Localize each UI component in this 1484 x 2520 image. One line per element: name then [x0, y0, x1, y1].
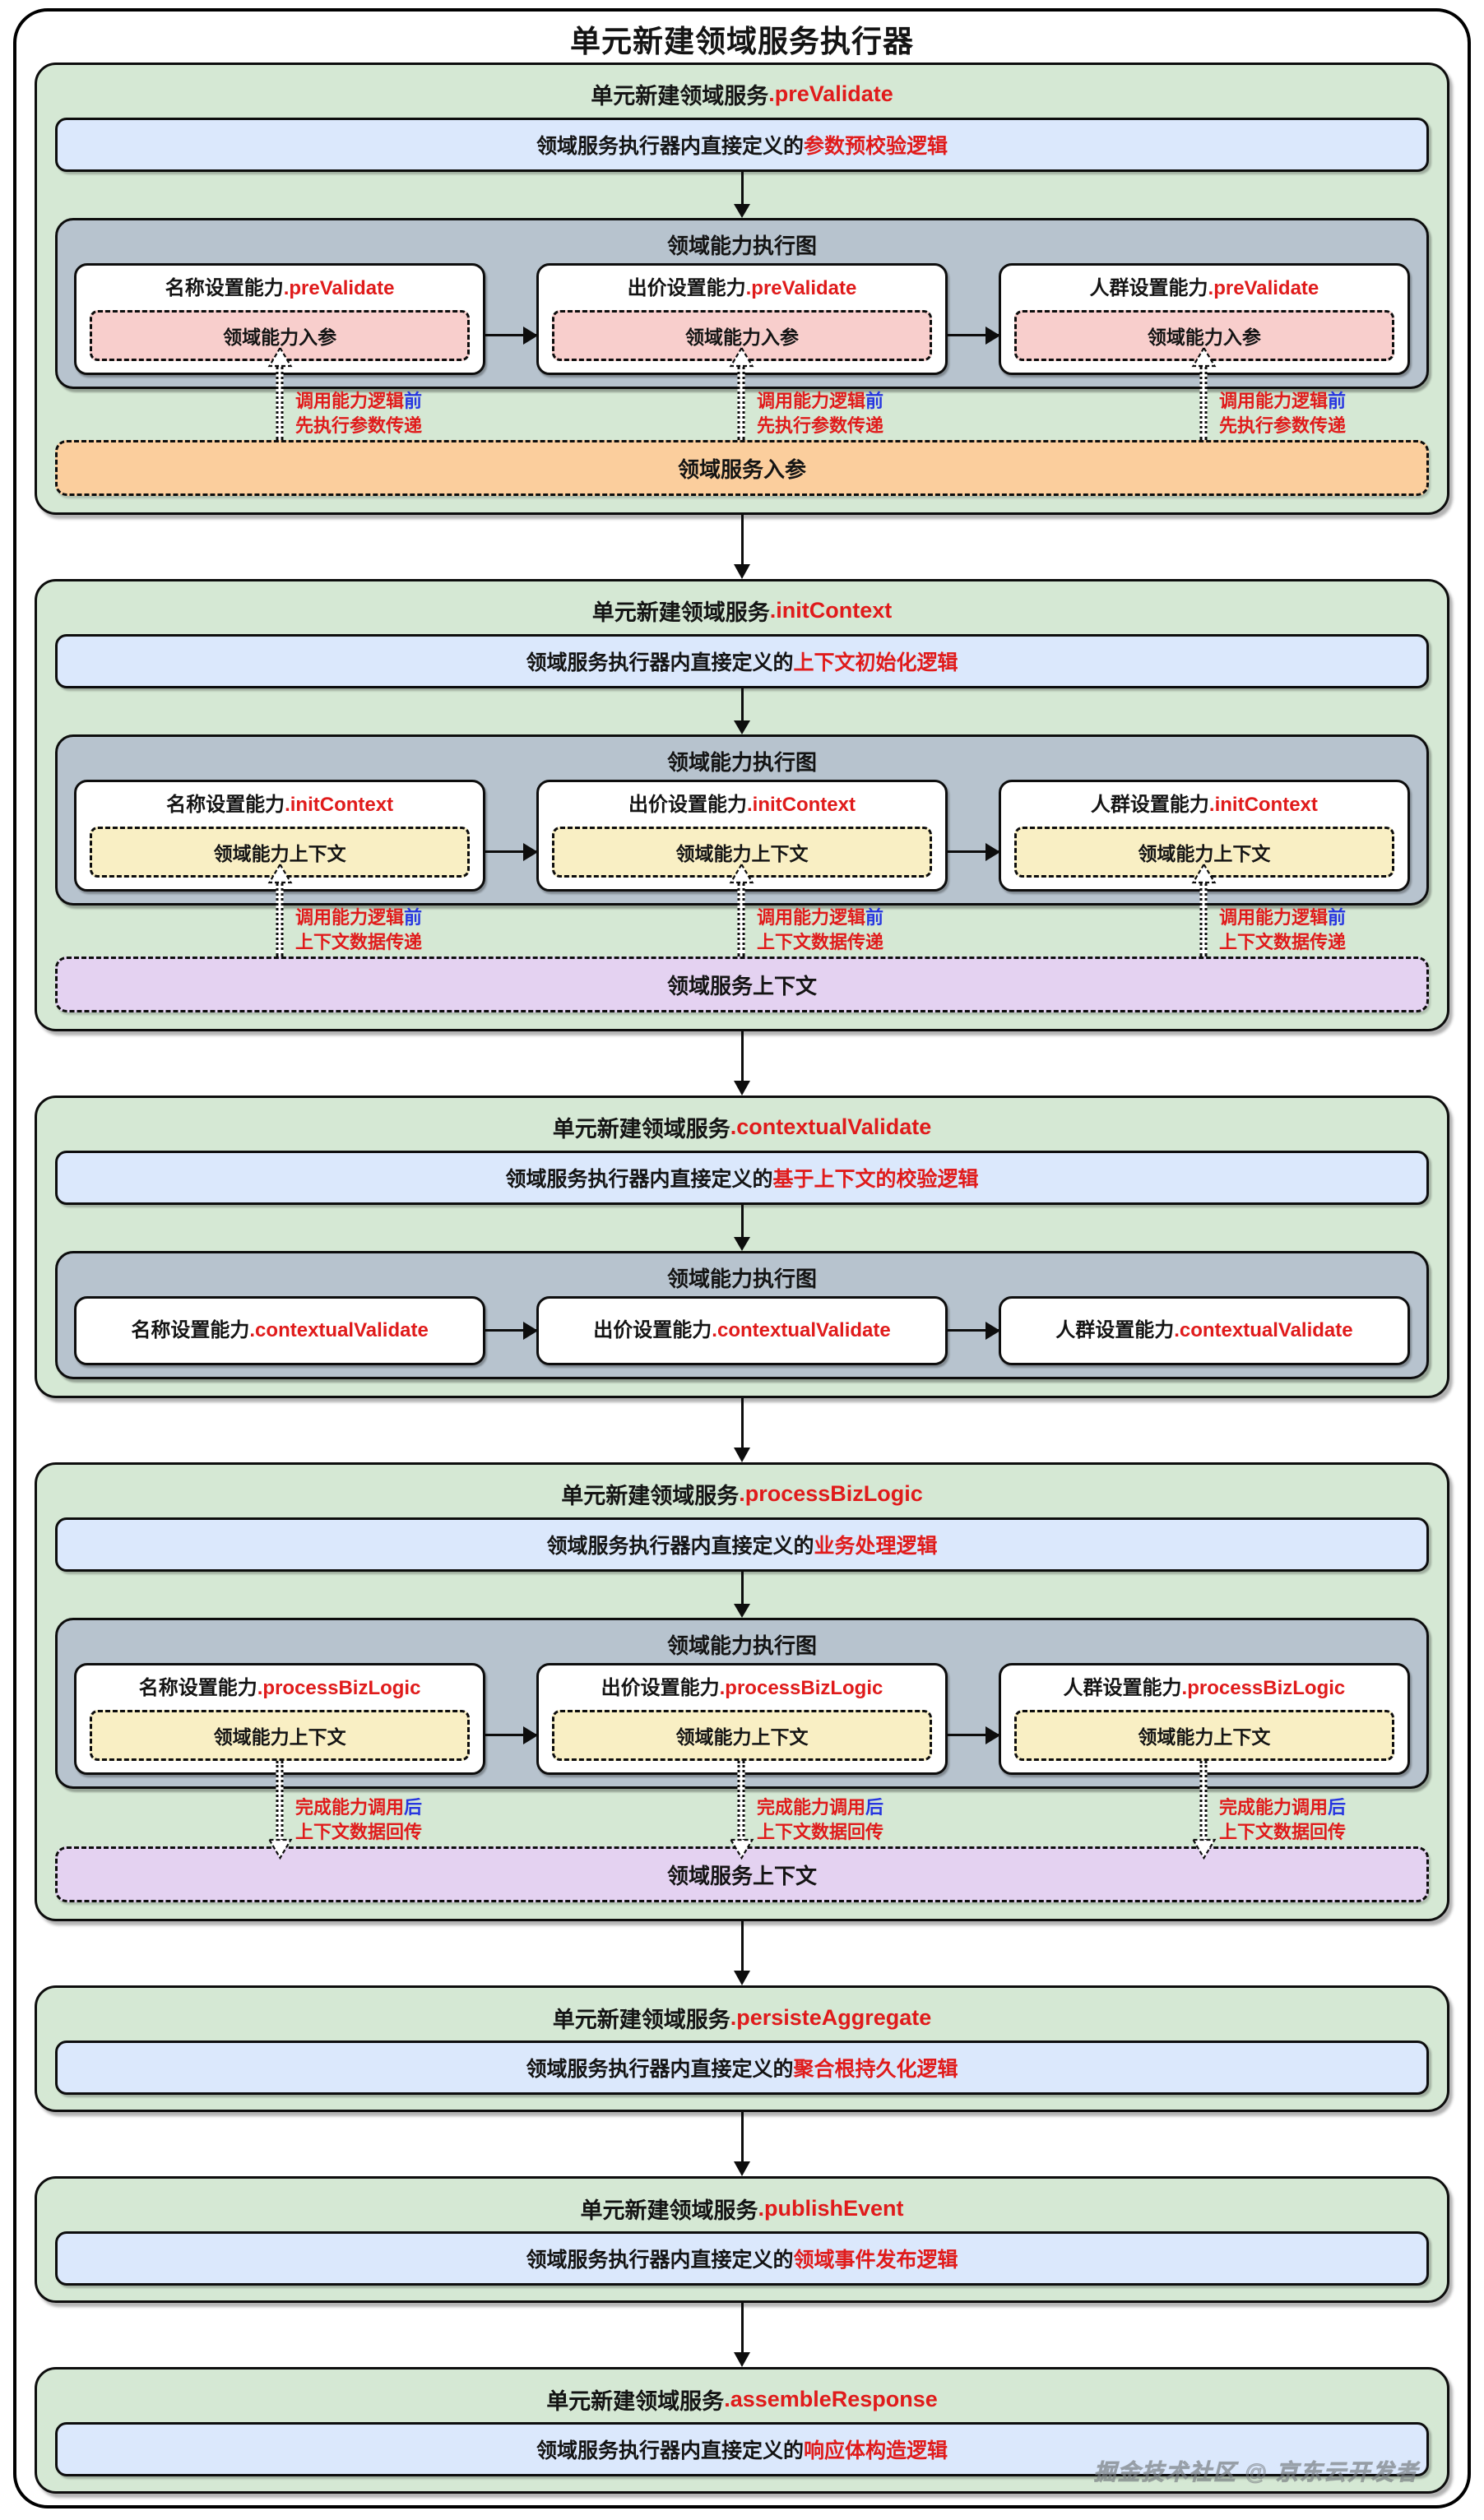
capability-node: 名称设置能力.processBizLogic 领域能力上下文	[74, 1663, 486, 1775]
transfer-label: 完成能力调用后 上下文数据回传	[295, 1797, 423, 1842]
stage-title: 单元新建领域服务.initContext	[591, 597, 893, 625]
stage-desc: 领域服务执行器内直接定义的领域事件发布逻辑	[55, 2231, 1429, 2286]
transfer-arrow-up	[729, 863, 754, 957]
transfer-arrow-down	[729, 1761, 754, 1860]
right-arrow	[485, 326, 538, 345]
capability-graph: 领域能力执行图 名称设置能力.contextualValidate 出价设置能力…	[55, 1251, 1429, 1379]
transfer-label: 调用能力逻辑前 先执行参数传递	[757, 391, 884, 436]
stage-assembleresponse: 单元新建领域服务.assembleResponse 领域服务执行器内直接定义的响…	[35, 2367, 1449, 2494]
stage-title: 单元新建领域服务.contextualValidate	[552, 1114, 932, 1142]
transfer-label: 完成能力调用后 上下文数据回传	[757, 1797, 884, 1842]
right-arrow	[948, 842, 1000, 861]
capability-graph-label: 领域能力执行图	[666, 1633, 817, 1658]
stage-processbizlogic: 单元新建领域服务.processBizLogic 领域服务执行器内直接定义的业务…	[35, 1462, 1449, 1921]
transfer-arrow-up	[1191, 863, 1216, 957]
capability-node: 人群设置能力.processBizLogic 领域能力上下文	[998, 1663, 1410, 1775]
right-arrow	[948, 326, 1000, 345]
stage-desc: 领域服务执行器内直接定义的聚合根持久化逻辑	[55, 2041, 1429, 2095]
stage-desc: 领域服务执行器内直接定义的上下文初始化逻辑	[55, 634, 1429, 688]
capability-node: 出价设置能力.initContext 领域能力上下文	[536, 780, 948, 892]
capability-graph-label: 领域能力执行图	[666, 234, 817, 258]
transfer-label: 调用能力逻辑前 上下文数据传递	[295, 907, 423, 952]
transfer-label: 调用能力逻辑前 先执行参数传递	[295, 391, 423, 436]
watermark: 掘金技术社区 @ 京东云开发者	[1093, 2460, 1419, 2485]
stage-contextualvalidate: 单元新建领域服务.contextualValidate 领域服务执行器内直接定义…	[35, 1096, 1449, 1398]
stage-title-method: .preValidate	[768, 81, 893, 106]
stage-flow-arrow	[35, 1398, 1449, 1462]
stage-title: 单元新建领域服务.preValidate	[55, 75, 1429, 113]
right-arrow	[485, 1321, 538, 1340]
transfer-label: 调用能力逻辑前 上下文数据传递	[757, 907, 884, 952]
service-context-bus: 领域服务上下文	[55, 957, 1429, 1012]
transfer-arrow-up	[729, 346, 754, 440]
page-title: 单元新建领域服务执行器	[570, 25, 914, 58]
desc-prefix: 领域服务执行器内直接定义的	[536, 135, 804, 158]
capability-context-box: 领域能力上下文	[1013, 1710, 1394, 1761]
transfer-label: 调用能力逻辑前 上下文数据传递	[1219, 907, 1347, 952]
stage-desc: 领域服务执行器内直接定义的参数预校验逻辑	[55, 118, 1429, 172]
stage-title: 单元新建领域服务.persisteAggregate	[552, 2004, 932, 2032]
desc-highlight: 参数预校验逻辑	[804, 135, 948, 158]
transfer-label: 调用能力逻辑前 先执行参数传递	[1219, 391, 1347, 436]
transfer-arrow-up	[267, 346, 292, 440]
capability-node: 名称设置能力.contextualValidate	[74, 1296, 486, 1365]
transfer-label: 完成能力调用后 上下文数据回传	[1219, 1797, 1347, 1842]
capability-graph-label: 领域能力执行图	[666, 1267, 817, 1291]
stage-flow-arrow	[35, 1031, 1449, 1096]
stage-flow-arrow	[35, 2112, 1449, 2176]
stage-flow-arrow	[35, 515, 1449, 579]
capability-row: 名称设置能力.processBizLogic 领域能力上下文 出价设置能力.pr…	[74, 1663, 1410, 1775]
stage-prevalidate: 单元新建领域服务.preValidate 领域服务执行器内直接定义的参数预校验逻…	[35, 63, 1449, 515]
down-arrow	[55, 1572, 1429, 1618]
stage-persisteaggregate: 单元新建领域服务.persisteAggregate 领域服务执行器内直接定义的…	[35, 1985, 1449, 2112]
stage-flow-arrow	[35, 1921, 1449, 1985]
down-arrow	[55, 1205, 1429, 1251]
stage-initcontext: 单元新建领域服务.initContext 领域服务执行器内直接定义的上下文初始化…	[35, 579, 1449, 1031]
capability-node: 人群设置能力.contextualValidate	[998, 1296, 1410, 1365]
service-input-bus: 领域服务入参	[55, 440, 1429, 496]
capability-node: 出价设置能力.processBizLogic 领域能力上下文	[536, 1663, 948, 1775]
stage-desc: 领域服务执行器内直接定义的基于上下文的校验逻辑	[55, 1151, 1429, 1205]
capability-graph-label: 领域能力执行图	[666, 750, 817, 775]
transfer-arrow-up	[267, 863, 292, 957]
stage-title-service: 单元新建领域服务	[591, 83, 769, 109]
transfer-arrow-up	[1191, 346, 1216, 440]
right-arrow	[485, 842, 538, 861]
down-arrow	[55, 172, 1429, 218]
stage-publishevent: 单元新建领域服务.publishEvent 领域服务执行器内直接定义的领域事件发…	[35, 2176, 1449, 2303]
stage-desc: 领域服务执行器内直接定义的业务处理逻辑	[55, 1517, 1429, 1572]
capability-row: 名称设置能力.contextualValidate 出价设置能力.context…	[74, 1296, 1410, 1365]
down-arrow	[55, 688, 1429, 734]
right-arrow	[948, 1321, 1000, 1340]
right-arrow	[485, 1726, 538, 1744]
capability-context-box: 领域能力上下文	[551, 1710, 933, 1761]
stage-title: 单元新建领域服务.processBizLogic	[561, 1480, 923, 1508]
stage-flow-arrow	[35, 2303, 1449, 2367]
diagram-frame: 单元新建领域服务执行器 单元新建领域服务.preValidate 领域服务执行器…	[13, 8, 1471, 2508]
transfer-arrow-down	[267, 1761, 292, 1860]
stage-desc: 领域服务执行器内直接定义的响应体构造逻辑	[55, 2422, 1429, 2476]
stage-title: 单元新建领域服务.assembleResponse	[546, 2386, 938, 2414]
transfer-arrow-down	[1191, 1761, 1216, 1860]
capability-context-box: 领域能力上下文	[90, 1710, 471, 1761]
right-arrow	[948, 1726, 1000, 1744]
stage-title: 单元新建领域服务.publishEvent	[580, 2195, 904, 2223]
capability-node: 出价设置能力.contextualValidate	[536, 1296, 948, 1365]
